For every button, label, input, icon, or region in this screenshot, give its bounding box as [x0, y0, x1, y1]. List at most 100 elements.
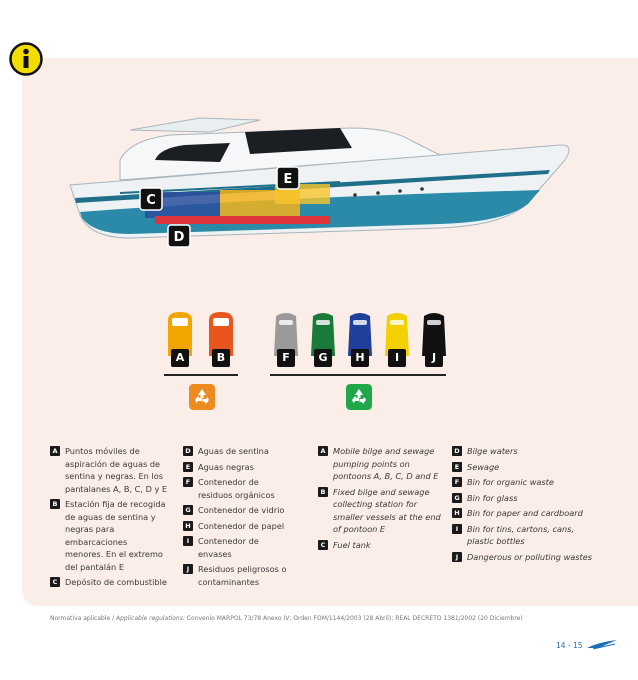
legend-item: G Contenedor de vidrio [183, 504, 295, 517]
legend-item: G Bin for glass [452, 492, 598, 505]
legend-item: C Depósito de combustible [50, 576, 168, 589]
legend-text: Sewage [467, 461, 500, 472]
legend-text: Contenedor de papel [198, 520, 285, 531]
bin-b-label: B [212, 349, 230, 367]
legend-text: Residuos peligrosos o contaminantes [198, 564, 287, 587]
bin-f-label: F [277, 349, 295, 367]
bin-a-icon [168, 312, 192, 356]
legend-text: Depósito de combustible [65, 577, 167, 587]
legend-text: Fixed bilge and sewage collecting statio… [333, 486, 441, 535]
legend-item: I Contenedor de envases [183, 535, 295, 560]
legend-text: Dangerous or polluting wastes [467, 551, 593, 562]
boat-illustration: C E D [69, 117, 570, 248]
legend-text: Bin for glass [467, 492, 518, 503]
boat-label-d: D [167, 224, 191, 248]
legend-text: Fuel tank [333, 539, 371, 550]
bin-i [383, 310, 411, 358]
bin-h [346, 310, 374, 358]
legend-key: A [318, 446, 328, 456]
bin-f [272, 310, 300, 358]
legend-item: J Residuos peligrosos o contaminantes [183, 563, 295, 588]
legend-item: H Bin for paper and cardboard [452, 507, 598, 520]
legend-key: A [50, 446, 60, 456]
legend-item: F Bin for organic waste [452, 476, 598, 489]
legend-key: C [50, 577, 60, 587]
footnote-label-es: Normativa aplicable / [50, 615, 115, 622]
legend-key: F [183, 477, 193, 487]
legend-text: Estación fija de recogida de aguas de se… [65, 499, 166, 572]
bin-i-icon [385, 313, 409, 356]
legend-item: F Contenedor de residuos orgánicos [183, 476, 295, 501]
legend-text: Contenedor de vidrio [198, 505, 285, 515]
bin-j-icon [422, 313, 446, 356]
regulations-footnote: Normativa aplicable / Applicable regulat… [50, 615, 610, 622]
legend-text: Contenedor de envases [198, 536, 259, 559]
legend-item: H Contenedor de papel [183, 520, 295, 533]
brand-swoosh-logo [587, 640, 617, 650]
svg-text:C: C [146, 193, 156, 208]
bin-a-label: A [171, 349, 189, 367]
bin-h-icon [348, 313, 372, 356]
legend-key: B [318, 486, 328, 497]
legend-item: A Puntos móviles de aspiración de aguas d… [50, 445, 168, 495]
legend-column-spanish-2: D Aguas de sentina E Aguas negras F Contene… [183, 445, 295, 591]
legend-text: Bin for paper and cardboard [467, 508, 583, 518]
legend-item: D Aguas de sentina [183, 445, 295, 458]
bin-g [309, 310, 337, 358]
group-divider-left [164, 374, 238, 376]
legend-item: C Fuel tank [318, 539, 442, 552]
footnote-text: Convenio MARPOL 73/78 Anexo IV; Orden FO… [186, 615, 523, 622]
legend-text: Aguas de sentina [198, 446, 269, 456]
legend-text: Bin for tins, cartons, cans, plastic bot… [467, 523, 575, 547]
bin-g-icon [311, 313, 335, 356]
legend-item: I Bin for tins, cartons, cans, plastic bo… [452, 523, 598, 548]
bin-f-icon [274, 313, 298, 356]
legend-key: F [452, 477, 462, 487]
legend-text: Mobile bilge and sewage pumping points o… [333, 446, 439, 481]
legend-key: H [452, 508, 462, 518]
legend-item: B Estación fija de recogida de aguas de s… [50, 498, 168, 573]
legend-key: I [452, 523, 462, 534]
legend-key: J [452, 551, 462, 562]
recycle-icon-green [346, 384, 372, 410]
legend-text: Bin for organic waste [467, 477, 554, 487]
legend-key: D [183, 446, 193, 456]
legend-key: H [183, 520, 193, 531]
legend-item: E Aguas negras [183, 461, 295, 474]
legend-key: J [183, 564, 193, 574]
recycle-icon-orange [189, 384, 215, 410]
bin-g-label: G [314, 349, 332, 367]
svg-text:E: E [284, 172, 293, 187]
bin-j [420, 310, 448, 358]
legend-text: Aguas negras [198, 461, 254, 472]
legend-item: A Mobile bilge and sewage pumping points … [318, 445, 442, 483]
legend-text: Contenedor de residuos orgánicos [198, 477, 275, 500]
bin-a [166, 310, 194, 358]
page-number: 14 - 15 [556, 641, 583, 650]
svg-text:D: D [174, 230, 185, 245]
bin-b-icon [209, 312, 233, 356]
legend-key: I [183, 536, 193, 546]
bin-b [207, 310, 235, 358]
legend-text: Puntos móviles de aspiración de aguas de… [65, 446, 168, 494]
legend-key: G [183, 505, 193, 515]
legend-text: Bilge waters [467, 446, 518, 456]
legend-column-spanish-1: A Puntos móviles de aspiración de aguas d… [50, 445, 168, 592]
legend-item: J Dangerous or polluting wastes [452, 551, 598, 564]
bin-h-label: H [351, 349, 369, 367]
legend-item: B Fixed bilge and sewage collecting stati… [318, 486, 442, 536]
bin-i-label: I [388, 349, 406, 367]
legend-key: B [50, 499, 60, 509]
legend-item: D Bilge waters [452, 445, 598, 458]
legend-key: C [318, 539, 328, 550]
footnote-label-en: Applicable regulations: [116, 615, 185, 622]
info-icon [9, 42, 43, 76]
legend-key: E [183, 461, 193, 472]
boat-label-c: C [139, 187, 163, 211]
legend-key: G [452, 492, 462, 503]
legend-key: D [452, 446, 462, 456]
bin-j-label: J [425, 349, 443, 367]
boat-label-e: E [276, 166, 300, 190]
